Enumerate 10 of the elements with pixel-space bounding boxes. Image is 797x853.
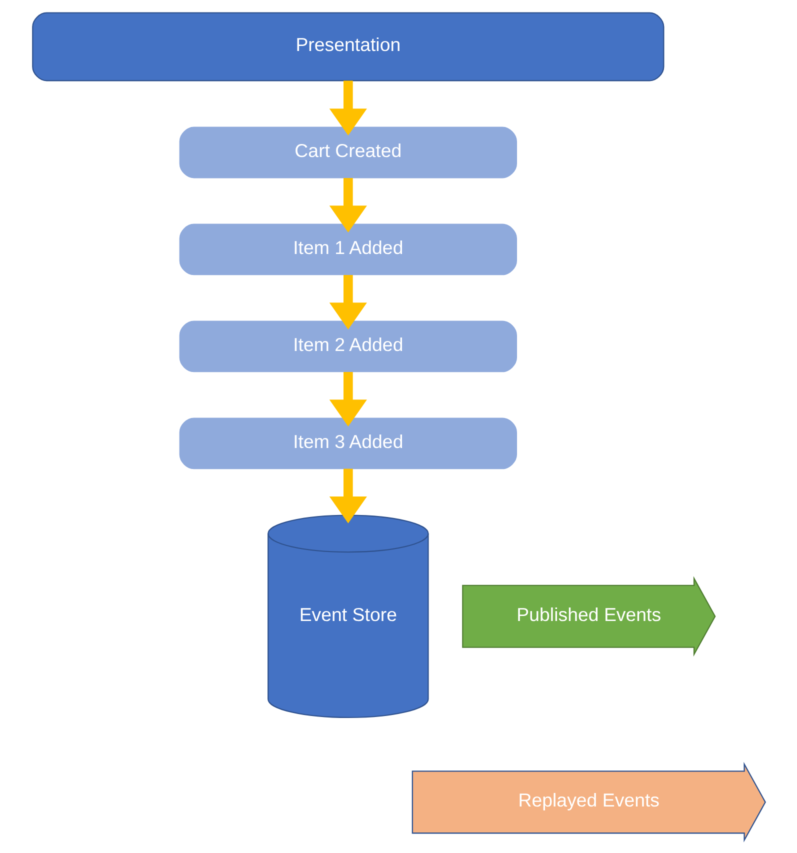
arrow bbox=[328, 178, 366, 232]
arrow bbox=[328, 372, 366, 426]
node-box: Cart Created bbox=[178, 126, 517, 178]
node-box: Item 3 Added bbox=[178, 418, 517, 470]
node-box: Item 2 Added bbox=[178, 320, 517, 372]
arrow bbox=[328, 275, 366, 330]
node-box: Presentation bbox=[32, 12, 664, 82]
arrow bbox=[328, 468, 366, 524]
node-box: Item 1 Added bbox=[178, 224, 517, 276]
arrow bbox=[328, 80, 366, 136]
